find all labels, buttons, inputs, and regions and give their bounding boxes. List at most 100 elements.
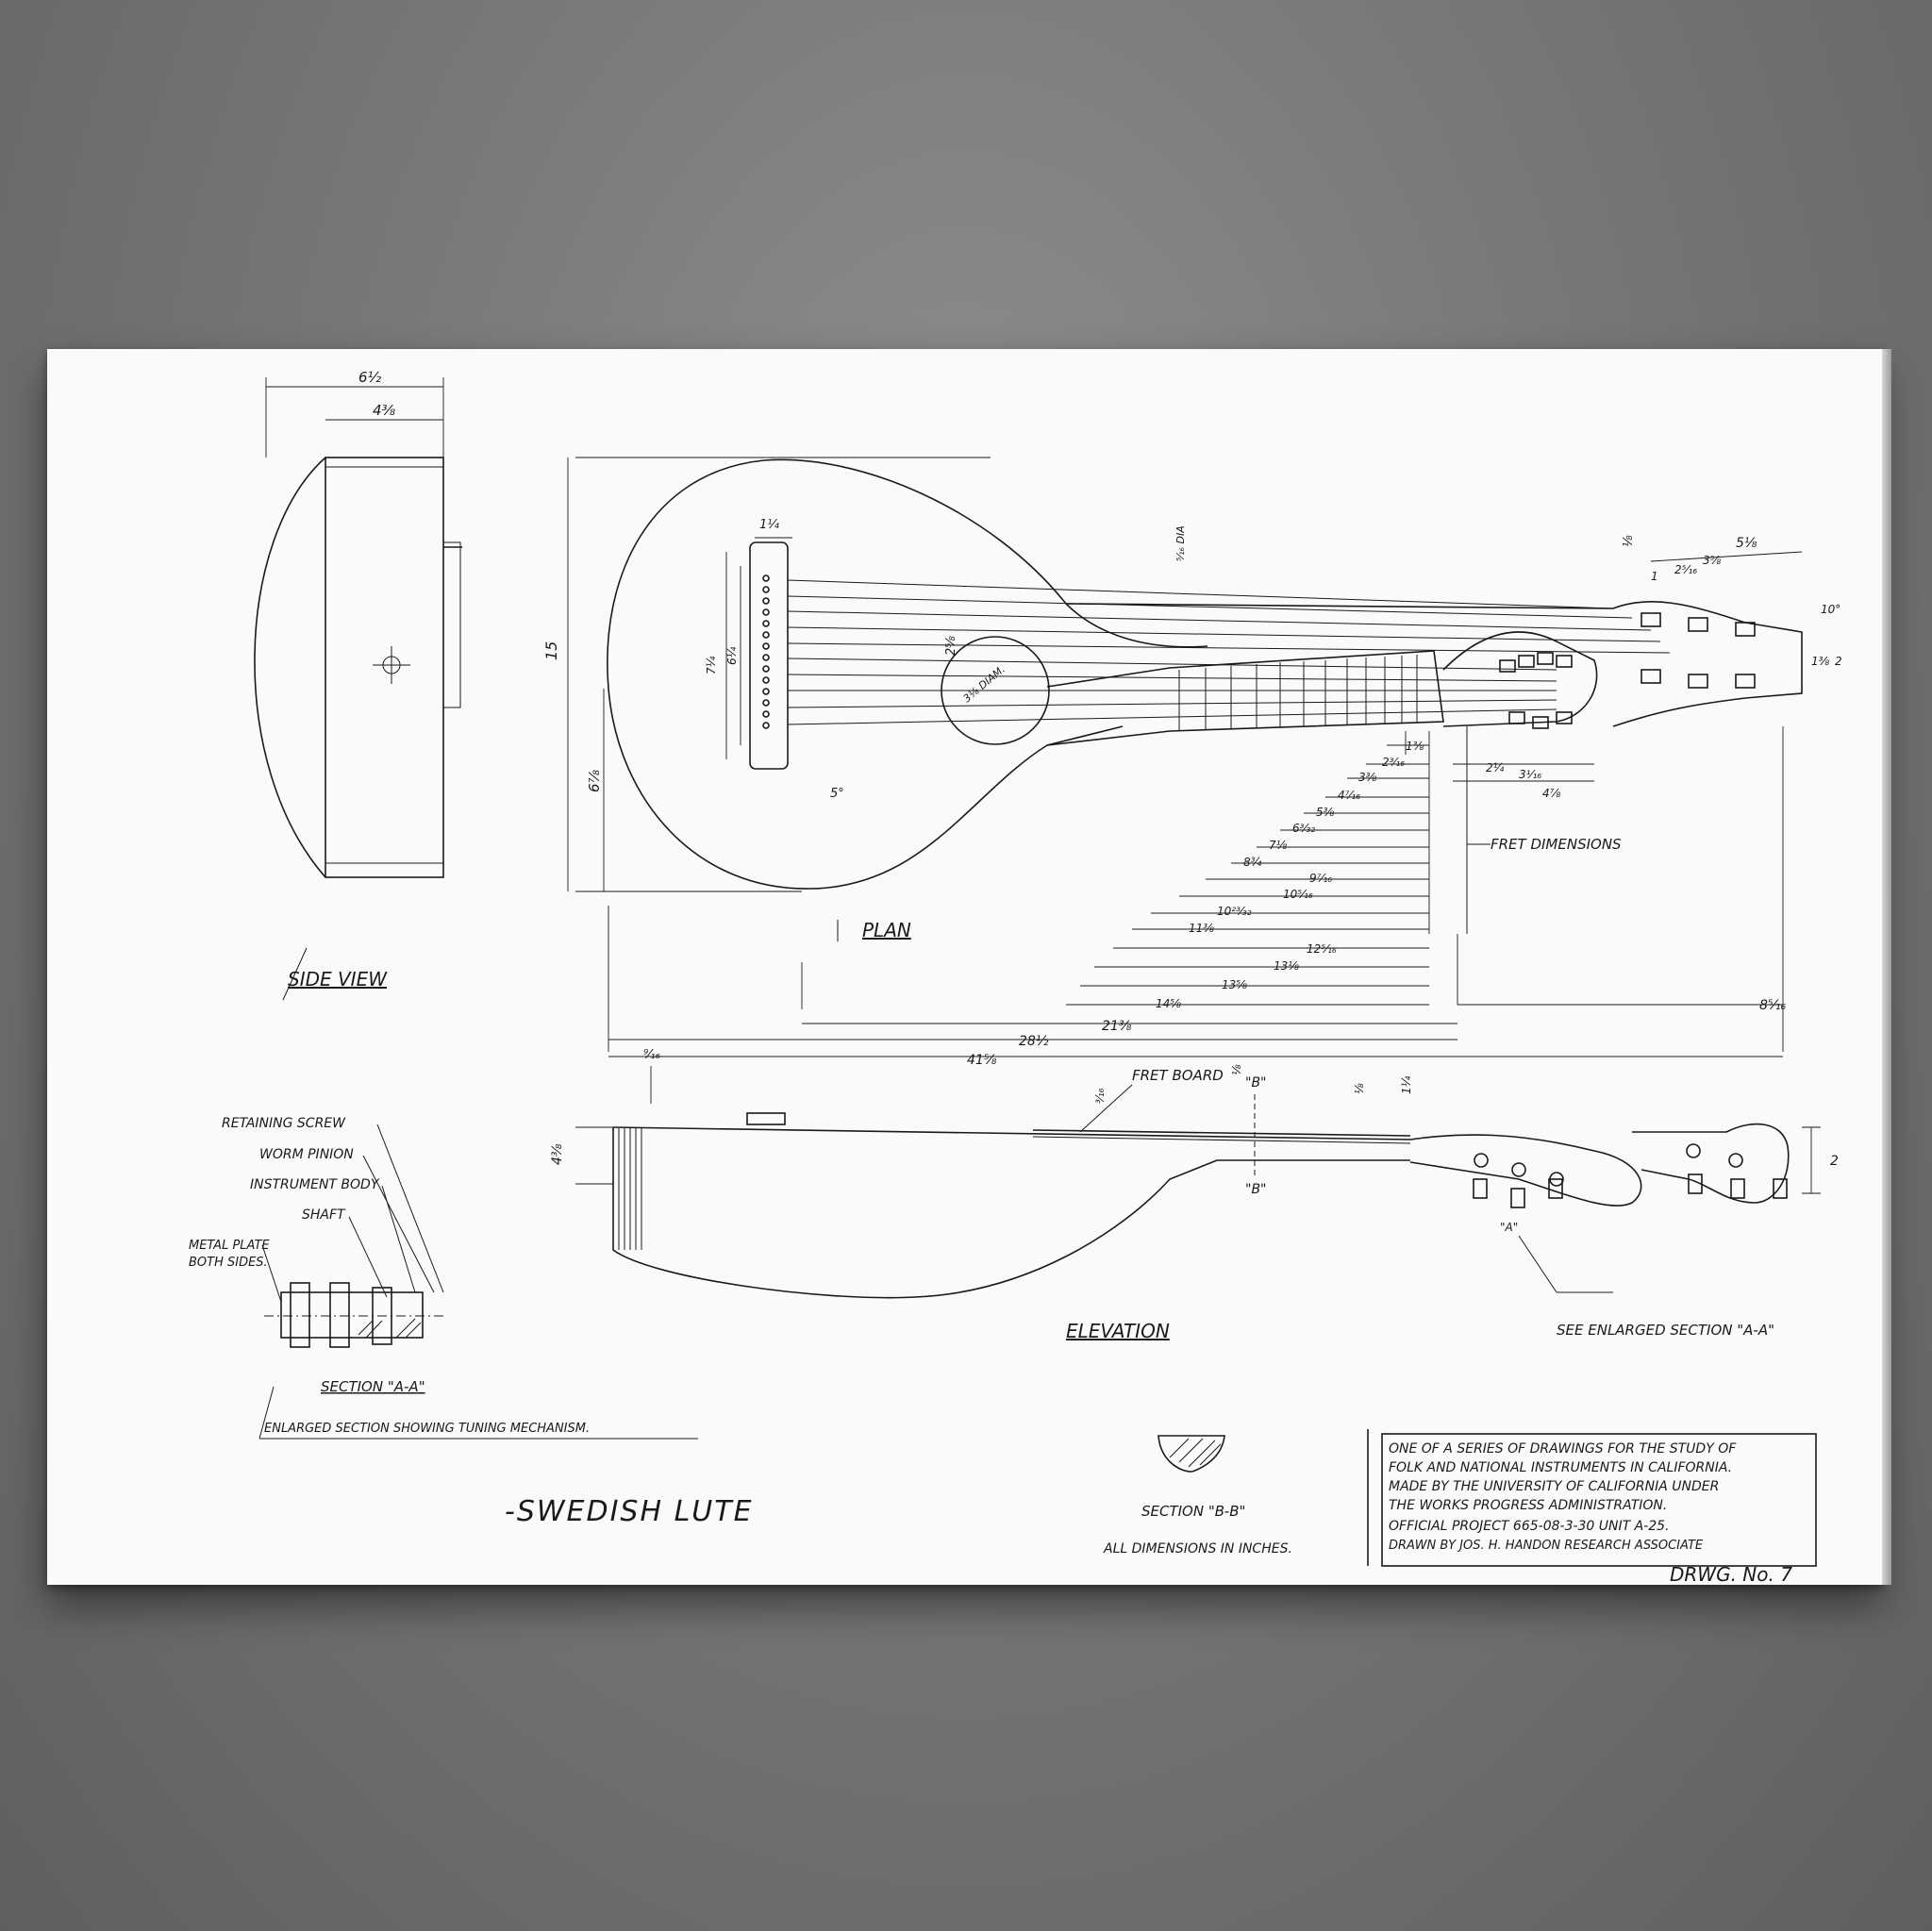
- side-view-peg-strip: [442, 541, 461, 708]
- instrument-body-label: INSTRUMENT BODY: [250, 1177, 380, 1192]
- fret-dim-2: 2³⁄₁₆: [1382, 756, 1405, 769]
- fret-dim-8: 8¾: [1243, 856, 1262, 869]
- tuning-mechanism-body: [280, 1291, 424, 1339]
- fret-dim-13: 12⁵⁄₁₆: [1307, 942, 1337, 956]
- units-note: ALL DIMENSIONS IN INCHES.: [1103, 1541, 1292, 1556]
- dim-five-deg: 5°: [830, 787, 844, 801]
- fret-dim-5: 5⅜: [1316, 806, 1335, 819]
- technical-drawing: 6½ 4⅜ SIDE VIEW 15 6⅞ 3⅛ DIAM. 2⅝: [189, 369, 1842, 1585]
- fret-dim-15: 13⅝: [1222, 978, 1247, 991]
- side-view-bowl-curve: [254, 457, 326, 878]
- dim-elev-head-h: 2: [1830, 1154, 1839, 1169]
- fret-dim-1: 1⅜: [1406, 740, 1424, 753]
- dim-head-5: 1⅜: [1811, 655, 1830, 668]
- fret-dim-12: 11⅜: [1189, 922, 1214, 935]
- section-b-top: "B": [1245, 1075, 1266, 1090]
- dim-side-width: 6½: [358, 369, 382, 386]
- elevation-pegs: [1473, 1143, 1788, 1208]
- title-block-line-1: ONE OF A SERIES OF DRAWINGS FOR THE STUD…: [1389, 1441, 1737, 1457]
- elevation-label: ELEVATION: [1066, 1320, 1170, 1342]
- dim-elev-nut2: 1¼: [1400, 1075, 1413, 1094]
- elevation-fretboard: [1032, 1129, 1411, 1137]
- tuning-pegs-plan: [1499, 652, 1573, 729]
- section-aa: RETAINING SCREW WORM PINION INSTRUMENT B…: [189, 1116, 698, 1440]
- dim-head-lower-3: 4⅞: [1542, 787, 1561, 800]
- shaft-label: SHAFT: [302, 1207, 346, 1223]
- elevation-bridge: [746, 1112, 786, 1125]
- fret-dim-7: 7⅛: [1269, 839, 1288, 852]
- fret-dim-6: 6³⁄₃₂: [1292, 822, 1315, 835]
- neck: [1046, 650, 1444, 746]
- dim-head-lower-2: 3¹⁄₁₆: [1519, 768, 1541, 781]
- dim-height: 15: [542, 641, 560, 660]
- fret-board-label: FRET BOARD: [1132, 1067, 1224, 1084]
- bridge-pins: [762, 574, 770, 729]
- elevation-pegbox: [1409, 1134, 1642, 1207]
- title-block: ONE OF A SERIES OF DRAWINGS FOR THE STUD…: [1367, 1429, 1817, 1585]
- dim-head-1: 5⅛: [1736, 536, 1757, 551]
- section-aa-caption: ENLARGED SECTION SHOWING TUNING MECHANIS…: [264, 1422, 590, 1436]
- title-block-line-5: OFFICIAL PROJECT 665-08-3-30 UNIT A-25.: [1389, 1519, 1670, 1534]
- section-a-mark: "A": [1500, 1221, 1518, 1234]
- dim-bridge-outer: 7¼: [705, 656, 718, 674]
- dim-elev-nut: ⅛: [1353, 1083, 1366, 1094]
- section-aa-label: SECTION "A-A": [321, 1378, 425, 1395]
- dim-elev-fb: ³⁄₁₆: [1093, 1088, 1107, 1104]
- elevation-view: FRET BOARD "B" "B" ⁹⁄₁₆ 4⅜ ³⁄₁₆ ⅛: [550, 1048, 1839, 1342]
- side-view-body: [325, 457, 444, 878]
- dim-head-3: 2⁵⁄₁₆: [1674, 563, 1697, 576]
- elevation-top: [612, 1126, 1411, 1140]
- dim-elev-side: 4⅜: [550, 1143, 565, 1165]
- strings: [787, 579, 1671, 725]
- fret-dimension-lines: [1066, 731, 1430, 1006]
- dim-bridge-inner: 6¼: [725, 646, 739, 665]
- dim-overall: 41⅝: [967, 1053, 997, 1068]
- lute-body-outline: [607, 458, 1124, 890]
- side-view: 6½ 4⅜ SIDE VIEW: [254, 369, 462, 1001]
- bridge: [749, 541, 789, 770]
- dim-head-8: ⅛: [1622, 535, 1636, 547]
- dim-scale-hint: ⁵⁄₁₆ DIA: [1174, 525, 1187, 561]
- fret-dim-3: 3⅜: [1358, 771, 1377, 784]
- fret-dim-16: 14⅝: [1156, 997, 1181, 1010]
- sheet-edge: [1882, 349, 1891, 1585]
- drawing-title: -SWEDISH LUTE: [505, 1495, 754, 1528]
- mechanism-hatch: [358, 1318, 422, 1339]
- elevation-head: [1632, 1123, 1790, 1204]
- dim-to-nut: 21⅜: [1102, 1019, 1132, 1034]
- lute-body-shoulder: [1065, 603, 1208, 648]
- fret-dim-4: 4⁷⁄₁₆: [1338, 789, 1360, 802]
- elevation-body: [612, 1127, 1410, 1299]
- section-bb-label: SECTION "B-B": [1141, 1503, 1245, 1520]
- title-block-line-4: THE WORKS PROGRESS ADMINISTRATION.: [1389, 1498, 1667, 1513]
- metal-plate-label: METAL PLATE: [189, 1239, 270, 1253]
- dim-rose: 3⅛ DIAM.: [961, 663, 1008, 705]
- title-block-line-3: MADE BY THE UNIVERSITY OF CALIFORNIA UND…: [1389, 1479, 1719, 1494]
- headstock-plan: [1612, 601, 1803, 727]
- frets: [1178, 655, 1418, 731]
- dim-elev-b: ⅛: [1230, 1064, 1243, 1075]
- drawing-number: DRWG. No. 7: [1670, 1563, 1792, 1585]
- dim-head: 8⁵⁄₁₆: [1759, 998, 1786, 1013]
- fret-dim-14: 13⅛: [1274, 959, 1299, 973]
- dim-head-2: 3⅝: [1703, 554, 1722, 567]
- dim-neck-w: 2⅝: [944, 636, 958, 656]
- dim-head-7: 10°: [1821, 603, 1840, 616]
- section-bb: SECTION "B-B" ALL DIMENSIONS IN INCHES.: [1103, 1435, 1292, 1556]
- dim-bridge-w: 1¼: [759, 518, 779, 532]
- dim-side-inner: 4⅜: [373, 402, 396, 419]
- fret-dimensions-label: FRET DIMENSIONS: [1491, 836, 1622, 853]
- dim-body-len: 28½: [1019, 1034, 1049, 1049]
- section-b-bottom: "B": [1245, 1182, 1266, 1197]
- plan-label: PLAN: [862, 919, 911, 941]
- drawing-sheet: 6½ 4⅜ SIDE VIEW 15 6⅞ 3⅛ DIAM. 2⅝: [47, 349, 1891, 1585]
- plan-view: 15 6⅞ 3⅛ DIAM. 2⅝ 1¼: [542, 457, 1842, 1068]
- dim-head-lower-1: 2¼: [1486, 761, 1505, 774]
- title-block-line-6: DRAWN BY JOS. H. HANDON RESEARCH ASSOCIA…: [1389, 1539, 1704, 1553]
- worm-pinion-label: WORM PINION: [259, 1147, 354, 1162]
- fret-dim-10: 10⁵⁄₁₆: [1283, 888, 1313, 901]
- dim-head-6: 2: [1835, 655, 1842, 668]
- dim-half-height: 6⅞: [586, 769, 603, 792]
- see-enlarged-label: SEE ENLARGED SECTION "A-A": [1557, 1322, 1774, 1339]
- section-bb-shape: [1158, 1435, 1225, 1473]
